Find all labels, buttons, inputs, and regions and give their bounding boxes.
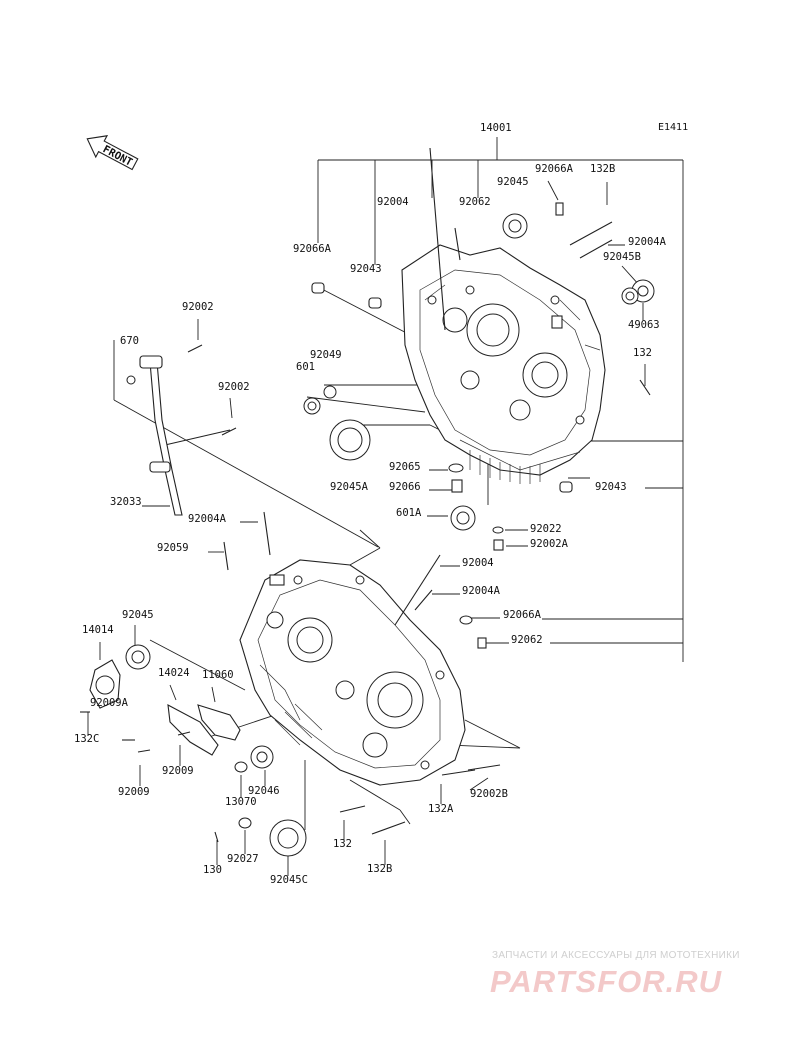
part-label-92066[interactable]: 92066	[389, 481, 421, 493]
part-label-132a[interactable]: 132A	[428, 803, 454, 815]
part-labels: 14001 92066A 132B 92004 92062 92045 92004A 9204…	[74, 122, 667, 886]
part-label-92002b[interactable]: 92002B	[470, 788, 508, 800]
part-label-92045[interactable]: 92045	[497, 176, 529, 188]
part-label-92004a[interactable]: 92004A	[188, 513, 227, 525]
part-label-92002[interactable]: 92002	[182, 301, 214, 313]
part-label-670[interactable]: 670	[120, 335, 139, 347]
part-label-601[interactable]: 601	[296, 361, 315, 373]
part-label-92002[interactable]: 92002	[218, 381, 250, 393]
part-label-92002a[interactable]: 92002A	[530, 538, 569, 550]
front-arrow-label: FRONT	[101, 143, 135, 168]
part-label-92009[interactable]: 92009	[118, 786, 150, 798]
part-label-92045a[interactable]: 92045A	[330, 481, 369, 493]
part-label-14014[interactable]: 14014	[82, 624, 114, 636]
watermark-logo: PARTSFOR.RU	[490, 964, 723, 999]
part-label-32033[interactable]: 32033	[110, 496, 142, 508]
part-label-132b[interactable]: 132B	[367, 863, 392, 875]
part-label-132c[interactable]: 132C	[74, 733, 99, 745]
part-label-92009a[interactable]: 92009A	[90, 697, 129, 709]
part-label-92066a[interactable]: 92066A	[293, 243, 332, 255]
part-label-92004a[interactable]: 92004A	[628, 236, 667, 248]
part-label-92004a[interactable]: 92004A	[462, 585, 501, 597]
part-label-92066a[interactable]: 92066A	[503, 609, 542, 621]
lower-crankcase-half	[239, 559, 466, 786]
upper-fasteners	[303, 147, 655, 551]
lower-fasteners	[80, 554, 501, 857]
watermark-tagline: ЗАПЧАСТИ И АКСЕССУАРЫ ДЛЯ МОТОТЕХНИКИ	[492, 950, 740, 961]
part-label-92059[interactable]: 92059	[157, 542, 189, 554]
part-label-92062[interactable]: 92062	[511, 634, 543, 646]
part-label-14001[interactable]: 14001	[480, 122, 512, 134]
part-label-132b[interactable]: 132B	[590, 163, 615, 175]
part-label-92045c[interactable]: 92045C	[270, 874, 308, 886]
part-label-92043[interactable]: 92043	[350, 263, 382, 275]
part-label-92065[interactable]: 92065	[389, 461, 421, 473]
part-label-92043[interactable]: 92043	[595, 481, 627, 493]
part-label-92004[interactable]: 92004	[377, 196, 409, 208]
part-label-11060[interactable]: 11060	[202, 669, 234, 681]
part-label-92045b[interactable]: 92045B	[603, 251, 641, 263]
part-label-92049[interactable]: 92049	[310, 349, 342, 361]
part-label-92022[interactable]: 92022	[530, 523, 562, 535]
part-label-13070[interactable]: 13070	[225, 796, 257, 808]
part-label-92027[interactable]: 92027	[227, 853, 259, 865]
part-label-92062[interactable]: 92062	[459, 196, 491, 208]
diagram-ref-code: E1411	[658, 122, 688, 133]
upper-crankcase-half	[401, 244, 606, 484]
part-label-92009[interactable]: 92009	[162, 765, 194, 777]
part-label-49063[interactable]: 49063	[628, 319, 660, 331]
part-label-132[interactable]: 132	[633, 347, 652, 359]
part-label-132[interactable]: 132	[333, 838, 352, 850]
part-label-92066a[interactable]: 92066A	[535, 163, 574, 175]
part-label-92004[interactable]: 92004	[462, 557, 494, 569]
part-label-14024[interactable]: 14024	[158, 667, 190, 679]
part-label-92045[interactable]: 92045	[122, 609, 154, 621]
part-label-601a[interactable]: 601A	[396, 507, 422, 519]
breather-tube-assembly	[126, 344, 271, 571]
part-label-130[interactable]: 130	[203, 864, 222, 876]
front-arrow-icon: FRONT	[86, 135, 139, 171]
part-label-92046[interactable]: 92046	[248, 785, 280, 797]
